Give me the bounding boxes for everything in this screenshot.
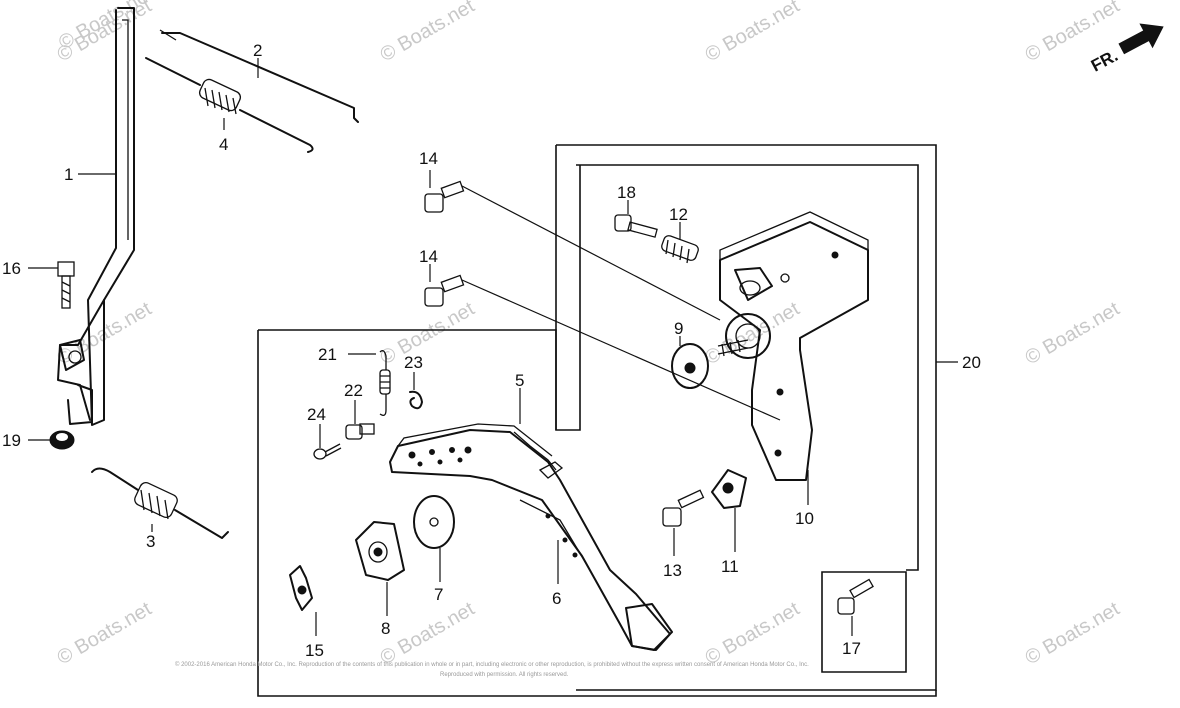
part-17-bolt bbox=[837, 578, 874, 615]
part-11-clip bbox=[711, 469, 747, 509]
watermark: © Boats.net bbox=[702, 298, 804, 370]
sub-assembly-box bbox=[576, 164, 919, 571]
copyright-line-1: © 2002-2016 American Honda Motor Co., In… bbox=[175, 661, 809, 668]
part-15-wing-nut bbox=[289, 565, 313, 611]
watermark: © Boats.net bbox=[1022, 298, 1124, 370]
part-19-nut bbox=[49, 430, 75, 450]
part-7-washer bbox=[413, 495, 455, 549]
callout-22: 22 bbox=[344, 381, 363, 400]
front-label: FR. bbox=[1088, 46, 1121, 76]
assembly-box-5 bbox=[257, 165, 937, 697]
callout-12: 12 bbox=[669, 205, 688, 224]
watermark: © Boats.net bbox=[702, 598, 804, 670]
callout-21: 21 bbox=[318, 345, 337, 364]
part-21-spring bbox=[379, 350, 391, 416]
callout-4: 4 bbox=[219, 135, 228, 154]
leader-lines bbox=[28, 58, 958, 636]
callout-19: 19 bbox=[2, 431, 21, 450]
part-1-control-lever bbox=[57, 7, 135, 426]
part-13-bolt bbox=[662, 489, 705, 527]
callout-5: 5 bbox=[515, 371, 524, 390]
part-3-spring bbox=[91, 467, 229, 539]
dash-line-14-upper bbox=[461, 185, 721, 321]
part-5-6-lever-assembly bbox=[389, 423, 673, 651]
callout-11: 11 bbox=[721, 557, 739, 576]
callout-14-lower: 14 bbox=[419, 247, 438, 266]
callout-20: 20 bbox=[962, 353, 981, 372]
watermark: © Boats.net bbox=[377, 0, 479, 66]
watermark: © Boats.net bbox=[702, 0, 804, 66]
watermark: © Boats.net bbox=[1022, 598, 1124, 670]
part-16-bolt bbox=[57, 261, 75, 309]
part-10-bracket-plate bbox=[717, 211, 869, 481]
callout-24: 24 bbox=[307, 405, 326, 424]
callout-18: 18 bbox=[617, 183, 636, 202]
callout-7: 7 bbox=[434, 585, 443, 604]
copyright-line-2: Reproduced with permission. All rights r… bbox=[440, 672, 569, 678]
callout-17: 17 bbox=[842, 639, 861, 658]
callout-15: 15 bbox=[305, 641, 324, 660]
part-14-bolt-lower bbox=[424, 274, 465, 307]
part-9-washer bbox=[671, 343, 709, 389]
sub-assembly-box-17 bbox=[821, 571, 907, 673]
part-2-rod bbox=[159, 29, 359, 123]
part-14-bolt-upper bbox=[424, 180, 465, 213]
callout-8: 8 bbox=[381, 619, 390, 638]
part-23-clip bbox=[409, 390, 423, 410]
callouts: 1 2 3 4 5 6 7 8 9 10 11 12 13 14 14 15 1… bbox=[2, 41, 981, 660]
watermark: © Boats.net bbox=[54, 598, 156, 670]
callout-1: 1 bbox=[64, 165, 73, 184]
callout-23: 23 bbox=[404, 353, 423, 372]
assembly-box-20 bbox=[555, 144, 937, 691]
callout-16: 16 bbox=[2, 259, 21, 278]
callout-3: 3 bbox=[146, 532, 155, 551]
callout-6: 6 bbox=[552, 589, 561, 608]
dash-line-14-lower bbox=[461, 279, 781, 421]
callout-10: 10 bbox=[795, 509, 814, 528]
callout-14-upper: 14 bbox=[419, 149, 438, 168]
part-8-cam-plate bbox=[355, 521, 405, 581]
watermark: © Boats.net bbox=[377, 598, 479, 670]
callout-9: 9 bbox=[674, 319, 683, 338]
part-12-spring bbox=[661, 235, 699, 264]
part-24-screw bbox=[313, 443, 342, 460]
part-4-spring bbox=[145, 57, 314, 153]
callout-13: 13 bbox=[663, 561, 682, 580]
part-22-collar bbox=[345, 423, 375, 440]
part-18-bolt bbox=[614, 214, 658, 238]
front-arrow-icon bbox=[1118, 23, 1164, 55]
watermark: © Boats.net bbox=[377, 298, 479, 370]
callout-2: 2 bbox=[253, 41, 262, 60]
copyright-note: © 2002-2016 American Honda Motor Co., In… bbox=[175, 661, 809, 678]
